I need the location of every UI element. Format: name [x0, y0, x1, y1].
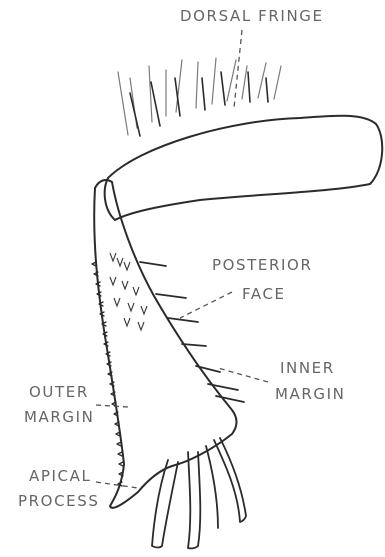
basal-segment-outline: [105, 116, 383, 220]
posterior-face-leader: [180, 292, 232, 318]
dorsal-fringe-leader: [234, 30, 242, 108]
label-outer-margin-line1: OUTER: [29, 383, 89, 401]
label-outer-margin-line2: MARGIN: [24, 408, 95, 426]
outer-margin-serrations: [92, 262, 123, 486]
label-inner-margin-line2: MARGIN: [275, 385, 346, 403]
outer-margin-leader: [96, 405, 128, 407]
inner-margin-leader: [218, 368, 268, 382]
apical-process-leader: [96, 482, 138, 488]
dorsal-fringe-hairs: [118, 58, 281, 135]
label-apical-process-line2: PROCESS: [18, 492, 99, 510]
label-posterior-face-line2: FACE: [242, 285, 286, 303]
label-dorsal-fringe: DORSAL FRINGE: [180, 7, 324, 25]
inner-margin-bristles: [140, 262, 244, 402]
terminal-spines: [152, 438, 246, 548]
label-inner-margin-line1: INNER: [280, 359, 335, 377]
label-apical-process-line1: APICAL: [29, 467, 91, 485]
posterior-face-spicules: [110, 253, 147, 330]
apical-segment-outline: [94, 180, 236, 508]
label-posterior-face-line1: POSTERIOR: [212, 256, 313, 274]
